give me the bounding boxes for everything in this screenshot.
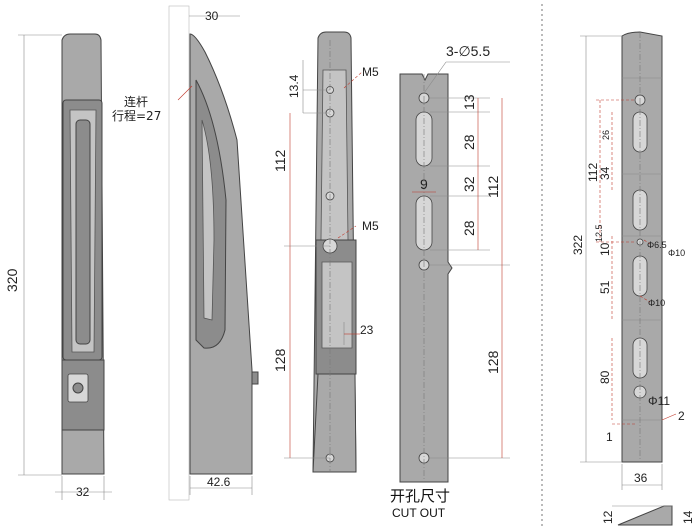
strike-dim-322: 322: [571, 235, 585, 255]
strike-dim-12-5: 12.5: [594, 224, 604, 242]
hole-phi10-a: Φ10: [668, 248, 685, 258]
rear-dim-128: 128: [272, 348, 288, 372]
strike-dim-1: 1: [606, 430, 613, 444]
profile-view: 30 连杆 行程=27 42.6: [112, 5, 259, 501]
cutout-caption-cn: 开孔尺寸: [390, 487, 450, 505]
depth-dim: 42.6: [207, 475, 231, 489]
strike-dim-34: 34: [598, 166, 612, 180]
strike-dim-80: 80: [598, 370, 612, 384]
strike-dim-26: 26: [601, 130, 611, 140]
stroke-label: 行程=27: [112, 108, 161, 123]
strike-section: [617, 505, 673, 526]
hole-phi6-5: Φ6.5: [647, 240, 667, 250]
cutout-dim-128: 128: [485, 350, 501, 374]
rear-dim-112: 112: [272, 149, 288, 172]
cutout-dim-13: 13: [461, 94, 477, 110]
strike-dim-14: 14: [681, 510, 695, 524]
cutout-dim-9: 9: [420, 176, 428, 192]
linkage-label: 连杆: [124, 94, 148, 109]
rear-view: 13.4 M5 M5 112 128 23: [272, 31, 379, 473]
strike-dim-10: 10: [598, 242, 612, 256]
thread-mid: M5: [362, 219, 379, 233]
cutout-dim-32: 32: [461, 176, 477, 192]
cutout-dim-28a: 28: [461, 134, 477, 150]
hole-spec: 3-∅5.5: [446, 43, 490, 59]
strike-dim-12: 12: [601, 510, 615, 524]
strike-dim-36: 36: [634, 471, 648, 485]
thickness-dim: 30: [205, 9, 219, 23]
strike-dim-51: 51: [598, 280, 612, 294]
height-dim: 320: [4, 268, 20, 292]
hole-phi10-b: Φ10: [648, 298, 665, 308]
rear-dim-13-4: 13.4: [287, 74, 301, 98]
cutout-view: 3-∅5.5 13 28 32 28 9 112 128 开孔尺寸 CUT OU…: [390, 43, 510, 520]
cutout-dim-112: 112: [485, 175, 501, 198]
cutout-dim-28b: 28: [461, 220, 477, 236]
thread-top: M5: [362, 65, 379, 79]
rear-dim-23: 23: [360, 323, 374, 337]
hole-phi11: Φ11: [648, 394, 670, 408]
strike-plate-view: 322 112 26 34 12.5 10 51 80 1 2 Φ6.5 Φ10…: [571, 31, 695, 526]
cutout-caption-en: CUT OUT: [392, 506, 446, 520]
strike-dim-2: 2: [678, 409, 685, 423]
strike-dim-112: 112: [586, 163, 600, 182]
side-view: 320 32: [4, 33, 112, 500]
width-dim: 32: [76, 485, 90, 499]
